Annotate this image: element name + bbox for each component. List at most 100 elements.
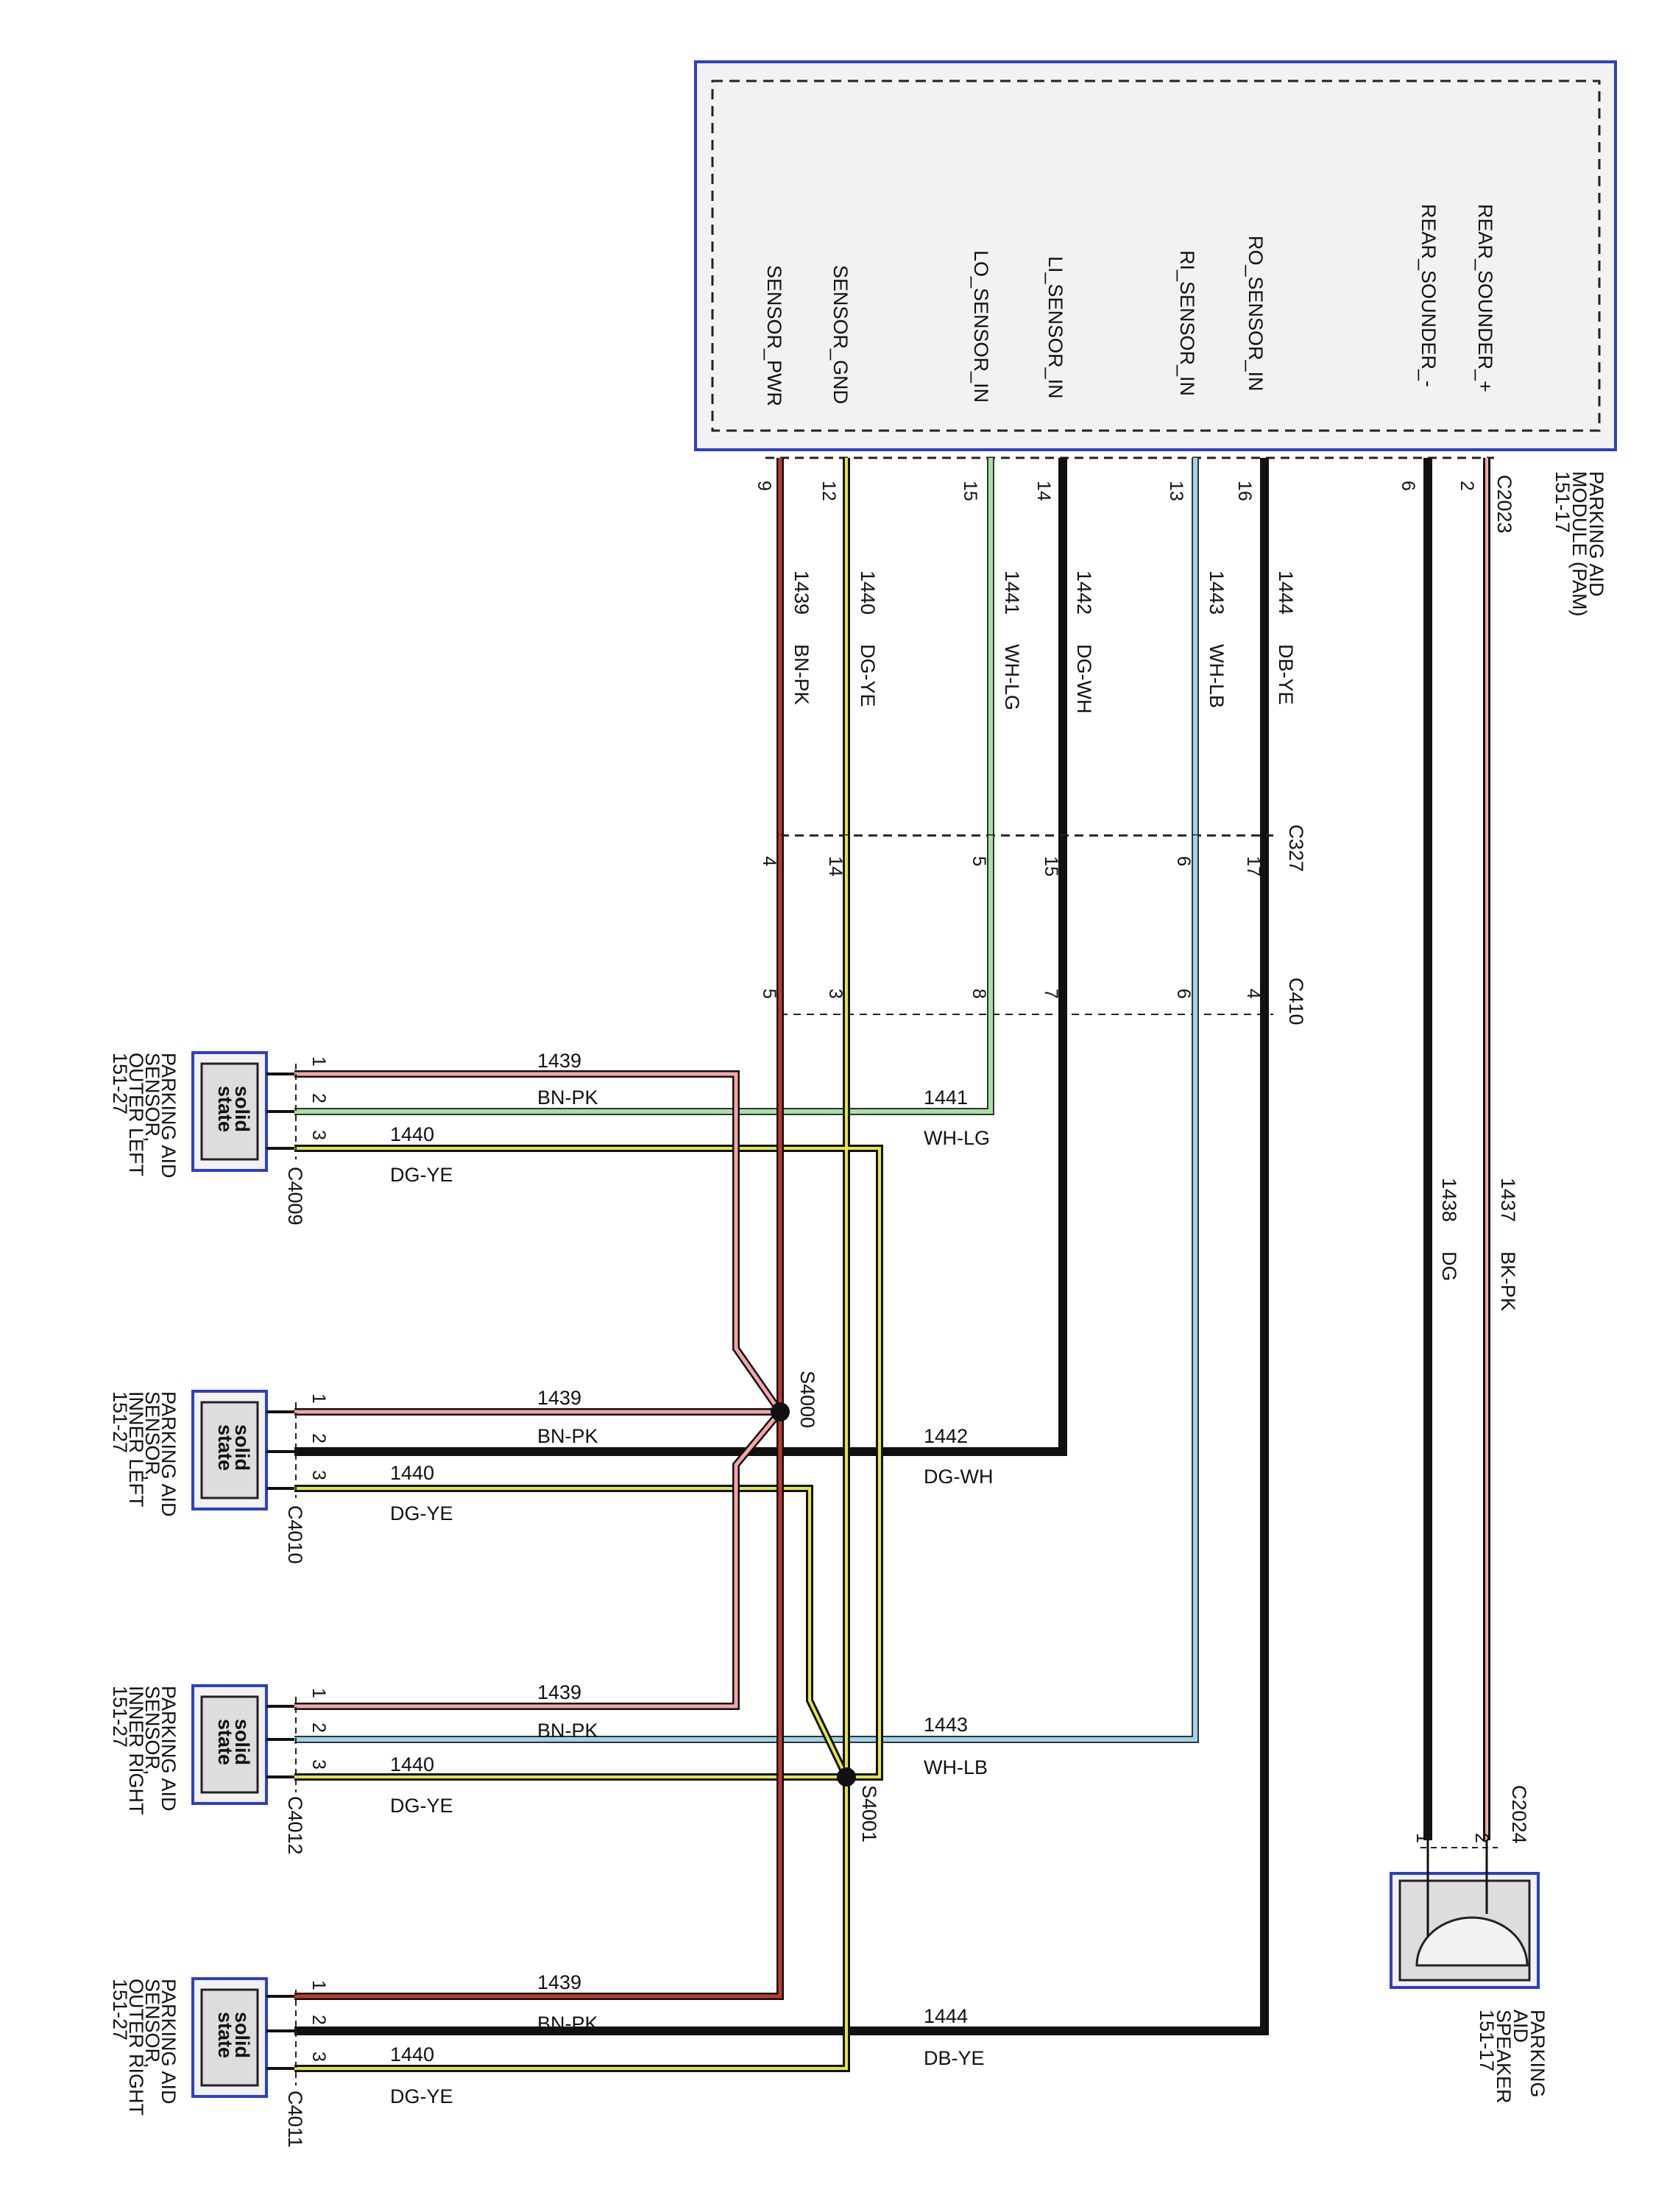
speaker-icon — [1415, 1916, 1529, 1967]
svg-text:4: 4 — [759, 856, 779, 866]
svg-text:C327: C327 — [1285, 824, 1307, 872]
svg-text:3: 3 — [308, 2052, 329, 2062]
svg-text:INNER LEFT: INNER LEFT — [125, 1391, 147, 1508]
svg-text:C4009: C4009 — [284, 1167, 306, 1226]
svg-text:S4001: S4001 — [858, 1785, 880, 1842]
signal-label: RO_SENSOR_IN — [1245, 236, 1267, 392]
svg-text:AID: AID — [1510, 2010, 1532, 2043]
svg-text:BK-PK: BK-PK — [1497, 1251, 1519, 1311]
svg-text:DB-YE: DB-YE — [1275, 644, 1297, 705]
module-pin-numbers: 2 6 16 13 14 15 12 9 — [754, 481, 1477, 501]
module-pin-labels: REAR_SOUNDER_+ REAR_SOUNDER_- RO_SENSOR_… — [763, 204, 1496, 406]
svg-text:6: 6 — [1173, 856, 1194, 866]
svg-text:8: 8 — [969, 989, 989, 999]
svg-text:DG-YE: DG-YE — [390, 1502, 453, 1524]
sensor-inner-right: solid state 1 2 3 C4012 PARKING AID SENS… — [109, 1684, 329, 1855]
svg-text:5: 5 — [759, 989, 779, 999]
trunk-wires — [776, 458, 1490, 1840]
svg-text:DG-WH: DG-WH — [924, 1466, 993, 1488]
svg-text:1: 1 — [308, 1688, 329, 1698]
svg-text:DG-YE: DG-YE — [857, 644, 879, 707]
svg-text:1: 1 — [1412, 1833, 1433, 1843]
svg-text:WH-LB: WH-LB — [924, 1756, 988, 1778]
svg-text:DB-YE: DB-YE — [924, 2047, 985, 2069]
sensor-wire-labels: 1439 BN-PK 1441 WH-LG 1440 DG-YE 1439 BN… — [390, 1050, 993, 2107]
svg-text:C4010: C4010 — [284, 1505, 306, 1564]
svg-text:1: 1 — [308, 1056, 329, 1067]
svg-text:151-17: 151-17 — [1476, 2010, 1498, 2071]
svg-text:WH-LG: WH-LG — [924, 1127, 990, 1149]
svg-text:1: 1 — [308, 1393, 329, 1404]
svg-text:1437: 1437 — [1497, 1178, 1519, 1222]
svg-text:SENSOR,: SENSOR, — [141, 1053, 163, 1142]
svg-text:BN-PK: BN-PK — [537, 1425, 598, 1447]
svg-text:S4000: S4000 — [796, 1371, 818, 1428]
trunk-wire-labels: 1437 BK-PK 1438 DG 1444 DB-YE 1443 WH-LB… — [790, 570, 1519, 1311]
svg-text:BN-PK: BN-PK — [537, 2013, 598, 2035]
svg-text:MODULE (PAM): MODULE (PAM) — [1568, 471, 1590, 617]
svg-text:6: 6 — [1173, 989, 1194, 999]
svg-text:4: 4 — [1243, 989, 1264, 999]
svg-text:1439: 1439 — [537, 1050, 581, 1072]
svg-text:BN-PK: BN-PK — [537, 1720, 598, 1742]
svg-text:C2024: C2024 — [1508, 1785, 1530, 1844]
svg-text:1: 1 — [308, 1980, 329, 1990]
svg-text:15: 15 — [1041, 856, 1061, 877]
svg-text:DG-YE: DG-YE — [390, 1795, 453, 1817]
svg-text:PARKING AID: PARKING AID — [158, 1686, 180, 1812]
svg-text:151-17: 151-17 — [1551, 471, 1574, 533]
svg-text:DG-YE: DG-YE — [390, 2085, 453, 2107]
svg-text:151-27: 151-27 — [109, 1391, 131, 1453]
svg-text:2: 2 — [308, 1093, 329, 1103]
svg-text:PARKING: PARKING — [1526, 2010, 1549, 2098]
c410-connector: C410 4 6 7 8 3 5 — [759, 978, 1307, 1025]
signal-label: LO_SENSOR_IN — [970, 250, 992, 403]
svg-text:2: 2 — [1471, 1833, 1492, 1843]
sensor-outer-left: solid state 1 2 3 C4009 PARKING AID SENS… — [109, 1051, 329, 1226]
svg-text:OUTER LEFT: OUTER LEFT — [125, 1053, 147, 1176]
svg-text:WH-LB: WH-LB — [1206, 644, 1228, 708]
svg-text:2: 2 — [308, 1722, 329, 1733]
signal-label: RI_SENSOR_IN — [1176, 250, 1198, 396]
svg-text:14: 14 — [1033, 481, 1054, 501]
signal-label: SENSOR_PWR — [763, 265, 785, 406]
svg-text:2: 2 — [308, 2015, 329, 2025]
svg-text:C4011: C4011 — [284, 2091, 306, 2148]
svg-text:1439: 1439 — [790, 570, 813, 615]
svg-text:1440: 1440 — [390, 1462, 434, 1484]
svg-text:3: 3 — [308, 1470, 329, 1480]
signal-label: LI_SENSOR_IN — [1044, 256, 1066, 399]
svg-text:INNER RIGHT: INNER RIGHT — [125, 1686, 147, 1815]
svg-text:DG-WH: DG-WH — [1073, 644, 1095, 713]
signal-label: REAR_SOUNDER_- — [1418, 204, 1440, 387]
module-title: PARKING AID MODULE (PAM) 151-17 C2023 — [1493, 471, 1607, 617]
svg-text:1439: 1439 — [537, 1387, 581, 1409]
svg-text:BN-PK: BN-PK — [790, 644, 813, 705]
svg-text:WH-LG: WH-LG — [1001, 644, 1023, 710]
svg-text:16: 16 — [1234, 481, 1255, 501]
svg-text:12: 12 — [818, 481, 839, 501]
svg-text:state: state — [214, 1424, 236, 1471]
svg-text:14: 14 — [825, 856, 846, 877]
parking-aid-speaker: C2024 2 1 PARKING AID SPEAKER 151-17 — [1390, 1785, 1549, 2104]
c327-connector: C327 17 6 15 5 14 4 — [759, 824, 1307, 877]
svg-text:PARKING AID: PARKING AID — [158, 1391, 180, 1517]
svg-text:1443: 1443 — [924, 1714, 968, 1736]
harness-wires — [294, 835, 1269, 2072]
svg-text:2: 2 — [308, 1433, 329, 1444]
svg-text:SENSOR,: SENSOR, — [141, 1686, 163, 1775]
svg-text:1441: 1441 — [924, 1086, 968, 1109]
signal-label: REAR_SOUNDER_+ — [1474, 204, 1496, 392]
svg-text:DG-YE: DG-YE — [390, 1164, 453, 1186]
svg-text:state: state — [214, 1086, 236, 1132]
svg-text:1442: 1442 — [924, 1425, 968, 1447]
splice-s4000: S4000 — [771, 1371, 818, 1428]
svg-text:solid: solid — [231, 1719, 253, 1765]
svg-text:1440: 1440 — [857, 570, 879, 615]
signal-label: SENSOR_GND — [829, 265, 852, 404]
svg-text:state: state — [214, 2012, 236, 2058]
svg-text:1440: 1440 — [390, 1753, 434, 1775]
svg-text:1440: 1440 — [390, 2043, 434, 2066]
svg-text:DG: DG — [1438, 1251, 1460, 1282]
